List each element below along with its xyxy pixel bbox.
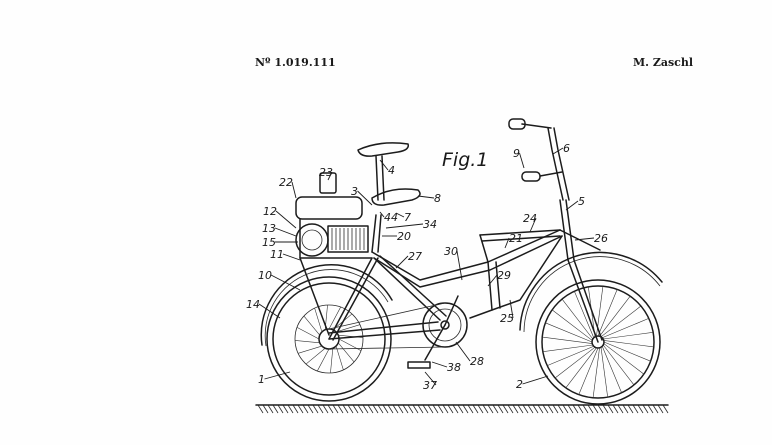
reference-numeral-10: 10 (258, 269, 272, 282)
reference-numeral-8: 8 (434, 192, 441, 205)
bicycle-frame (329, 200, 602, 342)
leader-line-2 (523, 376, 549, 384)
reference-numeral-21: 21 (509, 232, 523, 245)
reference-numeral-1: 1 (258, 373, 265, 386)
reference-numeral-22: 22 (279, 176, 293, 189)
leader-line-9 (520, 153, 525, 168)
reference-numeral-5: 5 (578, 195, 585, 208)
leader-line-8 (418, 196, 434, 198)
engine (296, 224, 368, 256)
reference-numeral-15: 15 (262, 236, 276, 249)
leader-line-38 (432, 362, 447, 367)
leader-line-12 (276, 211, 296, 228)
leader-line-13 (275, 228, 296, 236)
reference-numeral-3: 3 (351, 185, 358, 198)
ground-line (256, 405, 668, 413)
reference-numeral-12: 12 (263, 205, 277, 218)
figure-title: Fig.1 (442, 149, 488, 171)
reference-numeral-13: 13 (262, 222, 276, 235)
reference-numeral-34: 34 (423, 218, 437, 231)
leader-line-4 (380, 160, 388, 170)
rear-saddle (358, 143, 408, 200)
reference-numeral-20: 20 (397, 230, 411, 243)
leader-line-28 (456, 342, 470, 361)
reference-numeral-44: 44 (384, 211, 398, 224)
leader-line-34 (386, 224, 423, 228)
reference-numeral-30: 30 (444, 245, 458, 258)
reference-numeral-9: 9 (513, 147, 520, 160)
reference-numeral-24: 24 (523, 212, 537, 225)
reference-numeral-23: 23 (319, 166, 333, 179)
reference-numeral-14: 14 (246, 298, 260, 311)
reference-numeral-37: 37 (423, 379, 437, 392)
reference-numeral-7: 7 (404, 211, 411, 224)
reference-numeral-6: 6 (563, 142, 570, 155)
reference-numeral-11: 11 (270, 248, 284, 261)
reference-numeral-4: 4 (388, 164, 395, 177)
reference-numeral-27: 27 (408, 250, 422, 263)
reference-numeral-29: 29 (497, 269, 511, 282)
reference-numeral-26: 26 (594, 232, 608, 245)
leader-line-5 (566, 201, 578, 210)
front-saddle (372, 189, 420, 205)
reference-numeral-2: 2 (516, 378, 523, 391)
leader-line-11 (283, 254, 300, 260)
reference-numeral-38: 38 (447, 361, 461, 374)
reference-numeral-25: 25 (500, 312, 514, 325)
leader-line-27 (396, 256, 408, 268)
reference-numeral-28: 28 (470, 355, 484, 368)
luggage-rack (296, 173, 372, 335)
